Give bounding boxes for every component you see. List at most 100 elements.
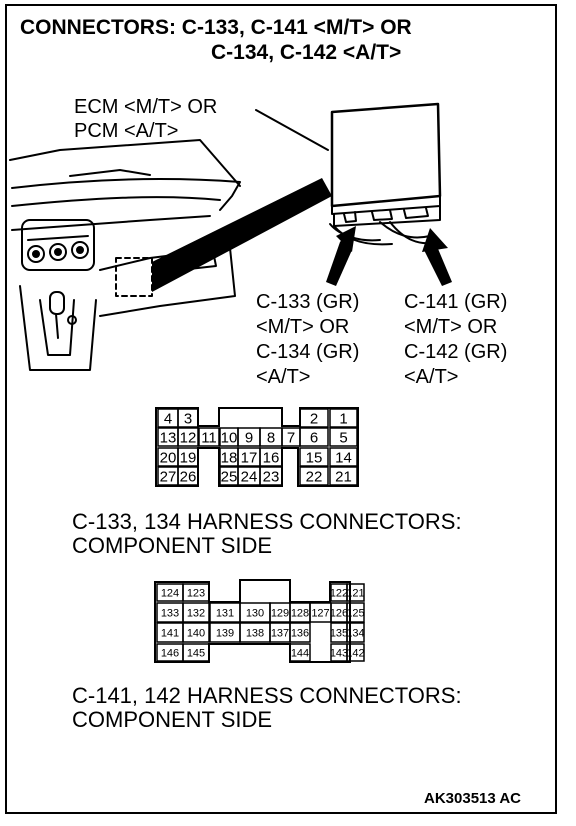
pin-label: 135 xyxy=(330,627,348,639)
figure-code: AK303513 AC xyxy=(424,790,521,807)
pin-cell xyxy=(299,408,329,428)
pin-label: 125 xyxy=(346,607,364,619)
pin-label: 3 xyxy=(184,410,192,427)
pin-label: 140 xyxy=(187,627,205,639)
right-connector-label-2: C-142 (GR) xyxy=(404,341,508,363)
connector-b-shell xyxy=(154,579,351,663)
pin-cell xyxy=(299,447,329,467)
left-connector-label-3: <A/T> xyxy=(256,366,311,388)
climate-knob-right xyxy=(71,241,89,259)
pin-label: 15 xyxy=(306,449,323,466)
pin-cell xyxy=(198,427,220,447)
pin-label: 4 xyxy=(164,410,172,427)
center-vent-panel xyxy=(21,219,95,271)
pin-cell xyxy=(299,427,329,447)
pin-label: 139 xyxy=(216,627,234,639)
left-connector-label-2: C-134 (GR) xyxy=(256,341,360,363)
figure-title-line2: C-134, C-142 <A/T> xyxy=(211,41,402,64)
pin-label: 10 xyxy=(221,429,238,446)
pin-label: 13 xyxy=(160,429,177,446)
pin-label: 26 xyxy=(180,468,197,485)
pin-cell xyxy=(289,622,311,643)
pin-label: 145 xyxy=(187,647,205,659)
ecm-location-wedge xyxy=(152,178,332,292)
pin-cell xyxy=(177,427,199,447)
pin-label: 127 xyxy=(311,607,329,619)
connector-b-caption-line1: C-141, 142 HARNESS CONNECTORS: xyxy=(72,683,462,708)
ecm-pcm-label-line2: PCM <A/T> xyxy=(74,120,179,142)
pin-label: 128 xyxy=(291,607,309,619)
pin-cell xyxy=(299,466,329,486)
pin-cell xyxy=(177,447,199,467)
pin-label: 143 xyxy=(330,647,348,659)
pin-label: 17 xyxy=(241,449,258,466)
pin-cell xyxy=(182,643,210,662)
pin-label: 144 xyxy=(291,647,309,659)
pin-label: 7 xyxy=(287,429,295,446)
pin-label: 11 xyxy=(201,429,217,446)
figure-frame xyxy=(5,4,557,814)
pin-cell xyxy=(329,466,358,486)
pin-label: 142 xyxy=(346,647,364,659)
pin-label: 137 xyxy=(271,627,289,639)
pin-label: 1 xyxy=(339,410,347,427)
right-connector-label-0: C-141 (GR) xyxy=(404,291,508,313)
pin-label: 9 xyxy=(245,429,253,446)
pin-label: 138 xyxy=(246,627,264,639)
climate-knob-left xyxy=(27,245,45,263)
pin-cell xyxy=(329,408,358,428)
right-connector-label-1: <M/T> OR xyxy=(404,316,498,338)
pin-cell xyxy=(259,447,283,467)
pin-label: 124 xyxy=(161,587,179,599)
pin-cell xyxy=(182,622,210,643)
right-connector-label-3: <A/T> xyxy=(404,366,459,388)
connector-a-caption-line1: C-133, 134 HARNESS CONNECTORS: xyxy=(72,509,462,534)
pin-label: 129 xyxy=(271,607,289,619)
pin-cell xyxy=(177,466,199,486)
pin-label: 16 xyxy=(263,449,280,466)
pin-label: 123 xyxy=(187,587,205,599)
pin-label: 8 xyxy=(267,429,275,446)
pin-cell xyxy=(346,622,365,643)
pin-cell xyxy=(289,643,311,662)
pin-label: 134 xyxy=(346,627,364,639)
pin-label: 133 xyxy=(161,607,179,619)
figure-title-line1: CONNECTORS: C-133, C-141 <M/T> OR xyxy=(20,16,412,39)
pin-label: 141 xyxy=(161,627,179,639)
pin-label: 146 xyxy=(161,647,179,659)
pin-cell xyxy=(329,427,358,447)
left-connector-label-0: C-133 (GR) xyxy=(256,291,360,313)
pin-cell xyxy=(346,602,365,623)
pin-label: 14 xyxy=(335,449,352,466)
pin-cell xyxy=(329,447,358,467)
pin-label: 130 xyxy=(246,607,264,619)
pin-label: 22 xyxy=(306,468,323,485)
pin-cell xyxy=(346,643,365,662)
pin-label: 121 xyxy=(346,587,364,599)
pin-cell xyxy=(182,583,210,602)
pin-cell xyxy=(177,408,199,428)
pin-label: 18 xyxy=(221,449,238,466)
pin-label: 126 xyxy=(330,607,348,619)
pin-label: 19 xyxy=(180,449,197,466)
dashboard-top xyxy=(11,178,241,211)
pin-label: 23 xyxy=(263,468,280,485)
connector-a-caption-line2: COMPONENT SIDE xyxy=(72,533,273,558)
pin-label: 21 xyxy=(335,468,352,485)
pin-label: 132 xyxy=(187,607,205,619)
pin-label: 5 xyxy=(339,429,347,446)
pin-label: 6 xyxy=(310,429,318,446)
connector-a-shell xyxy=(155,407,359,487)
pin-label: 24 xyxy=(241,468,258,485)
pin-label: 136 xyxy=(291,627,309,639)
left-connector-label-1: <M/T> OR xyxy=(256,316,350,338)
pin-label: 20 xyxy=(160,449,177,466)
pin-label: 27 xyxy=(160,468,177,485)
connector-b-caption-line2: COMPONENT SIDE xyxy=(72,707,273,732)
pin-label: 122 xyxy=(330,587,348,599)
pin-label: 2 xyxy=(310,410,318,427)
climate-knob-center xyxy=(49,243,67,261)
